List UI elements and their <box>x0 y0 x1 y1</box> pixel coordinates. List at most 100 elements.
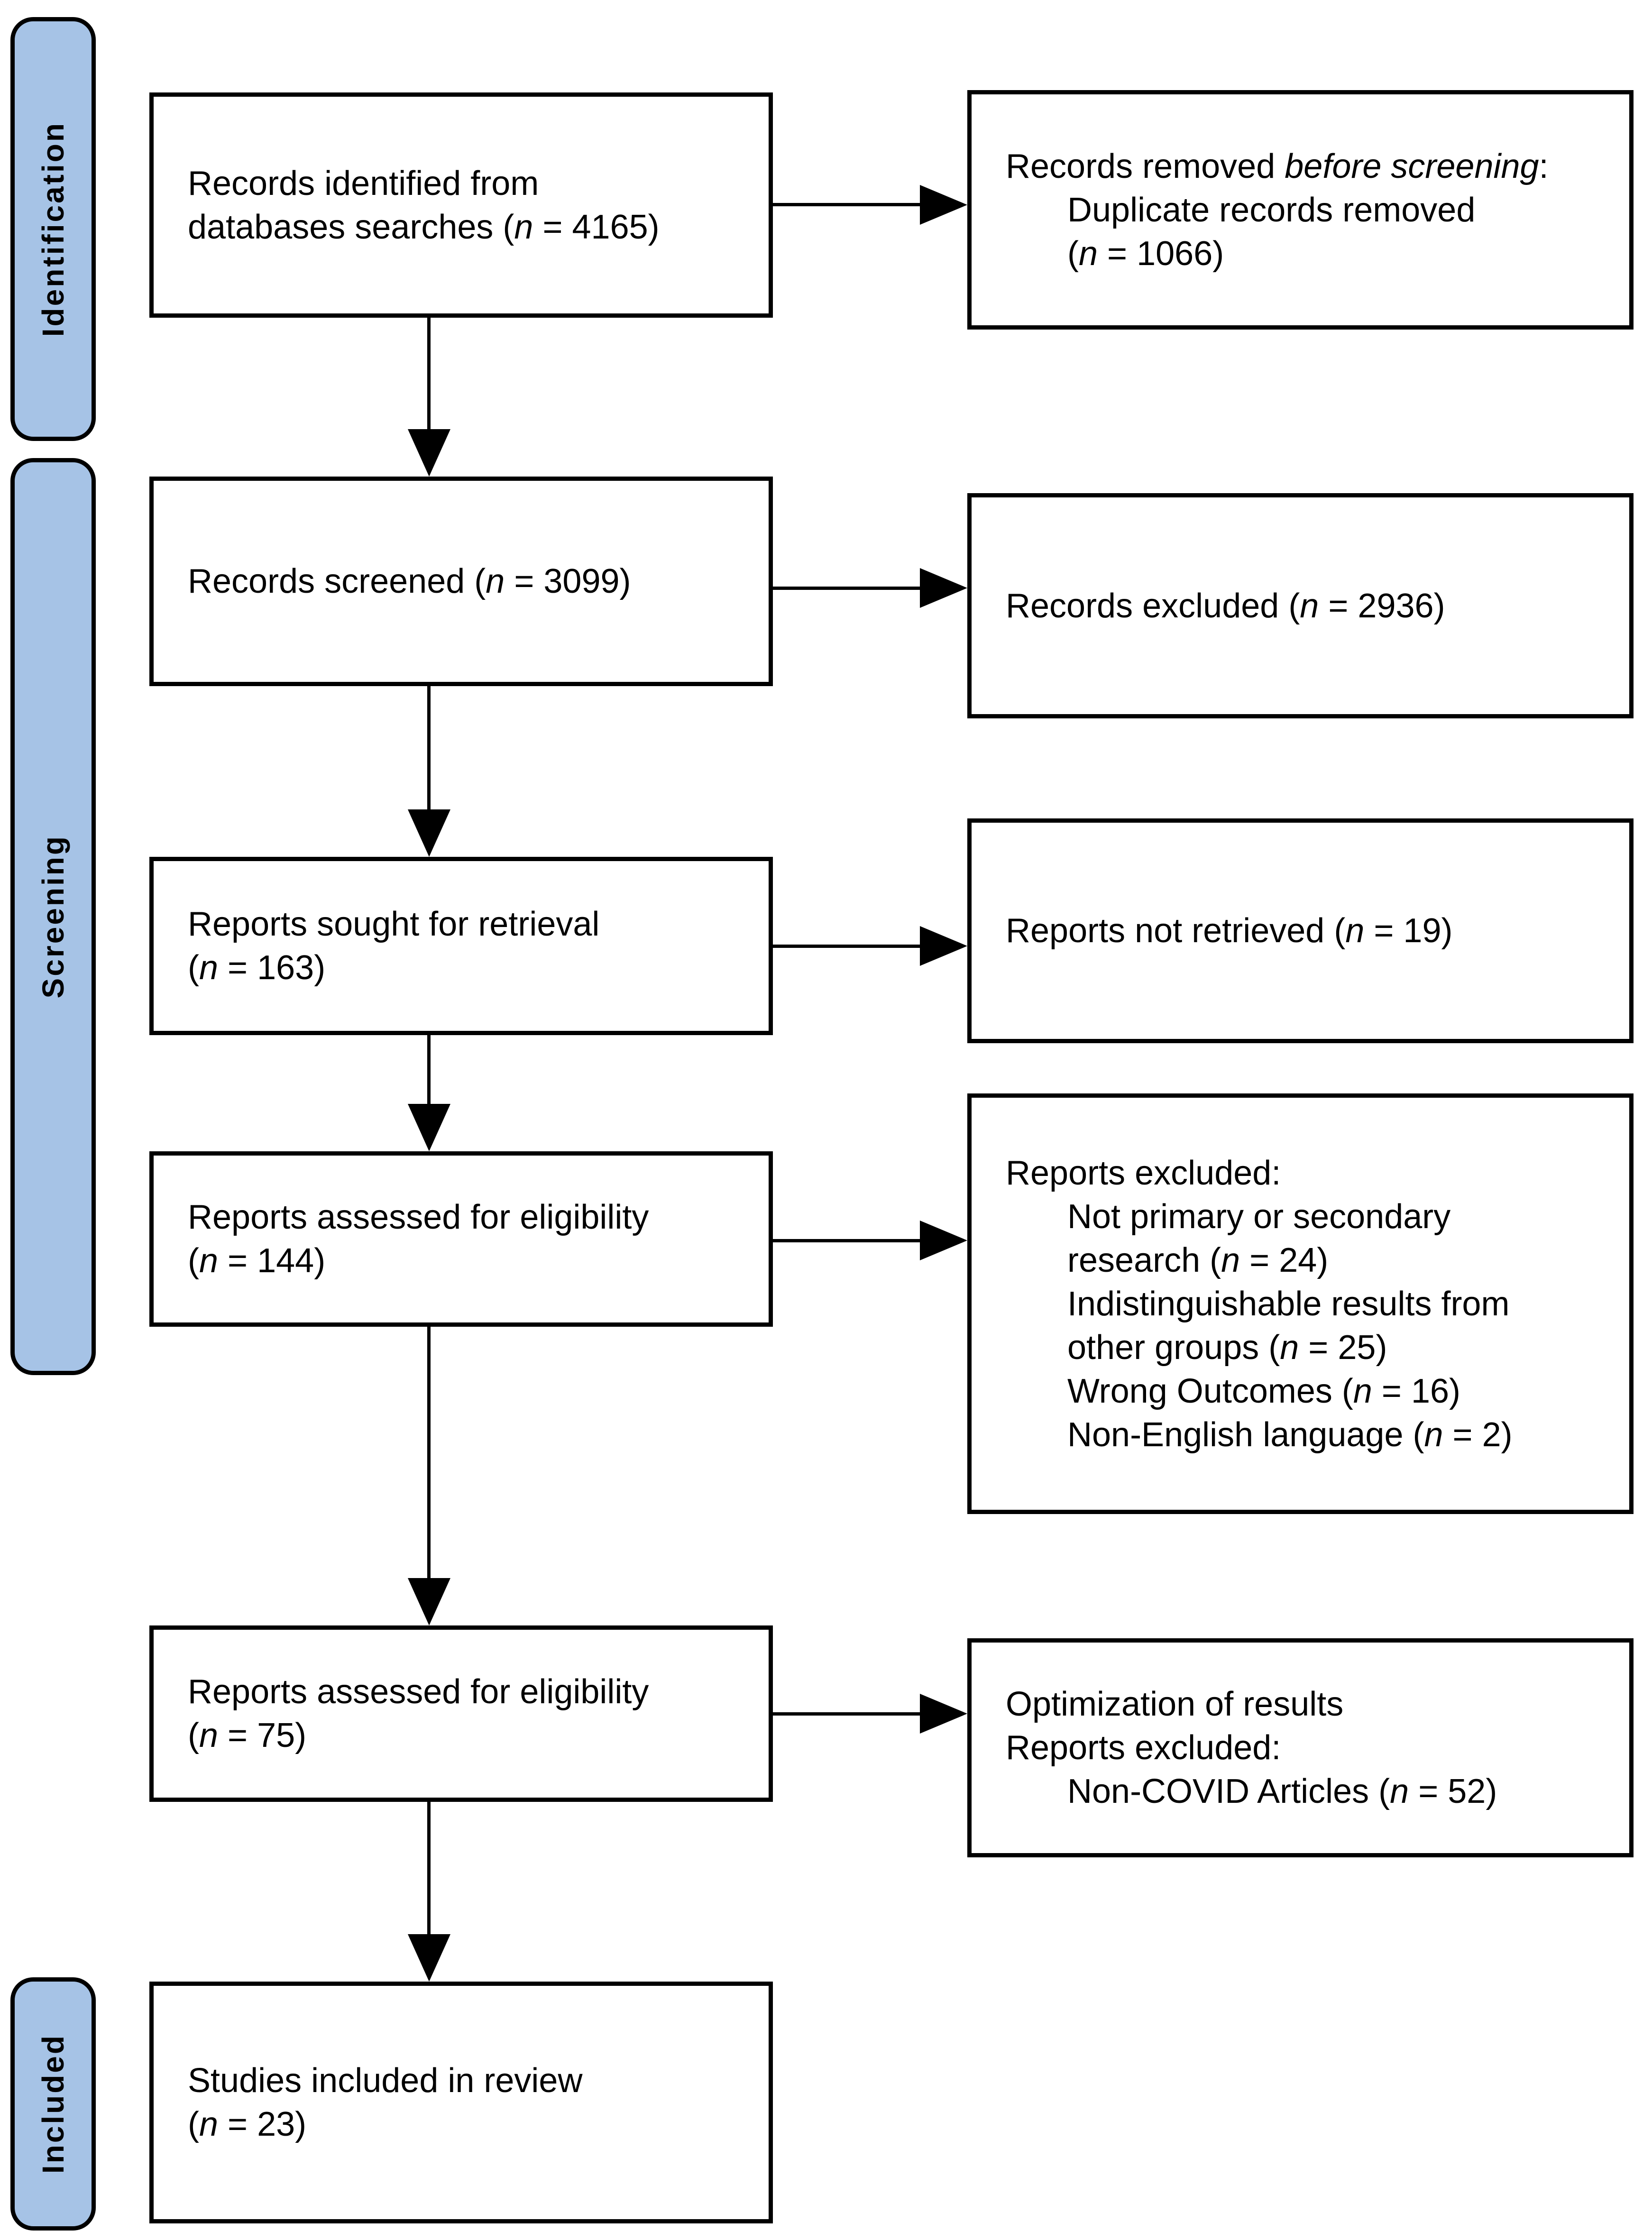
stage-label-included: Included <box>36 2034 70 2174</box>
text-segment: ( <box>188 1242 199 1280</box>
box-reports-excluded: Reports excluded:Not primary or secondar… <box>967 1093 1634 1514</box>
arrow-down-3-line <box>427 1035 431 1104</box>
text-line: Reports assessed for eligibility <box>188 1670 754 1714</box>
italic-text-segment: n <box>1424 1415 1443 1454</box>
arrow-right-4-head <box>920 1221 967 1260</box>
box-reports-not-retrieved-text: Reports not retrieved (n = 19) <box>1006 909 1615 953</box>
italic-text-segment: n <box>514 208 533 246</box>
arrow-right-5-line <box>773 1712 920 1716</box>
box-records-screened-text: Records screened (n = 3099) <box>188 560 754 603</box>
text-line: Indistinguishable results from <box>1006 1282 1615 1326</box>
stage-tab-included: Included <box>10 1977 96 2231</box>
text-segment: databases searches ( <box>188 208 514 246</box>
text-segment: = 2936) <box>1319 587 1445 625</box>
text-line: research (n = 24) <box>1006 1239 1615 1282</box>
text-line: Reports assessed for eligibility <box>188 1195 754 1239</box>
box-reports-sought: Reports sought for retrieval(n = 163) <box>149 857 773 1035</box>
arrow-right-2-head <box>920 568 967 608</box>
text-segment: = 25) <box>1299 1328 1387 1367</box>
stage-tab-identification: Identification <box>10 17 96 441</box>
text-segment: Non-COVID Articles ( <box>1067 1772 1390 1810</box>
arrow-right-4-line <box>773 1239 920 1242</box>
text-segment: ( <box>1067 234 1079 273</box>
text-segment: = 2) <box>1443 1415 1513 1454</box>
italic-text-segment: n <box>1078 234 1098 273</box>
text-line: Records screened (n = 3099) <box>188 560 754 603</box>
text-line: Non-English language (n = 2) <box>1006 1413 1615 1457</box>
arrow-down-1-head <box>408 429 450 477</box>
text-segment: Optimization of results <box>1006 1685 1344 1723</box>
italic-text-segment: n <box>1353 1372 1372 1410</box>
text-segment: Records excluded ( <box>1006 587 1300 625</box>
text-segment: Indistinguishable results from <box>1067 1285 1510 1323</box>
text-segment: = 16) <box>1372 1372 1461 1410</box>
italic-text-segment: n <box>1390 1772 1409 1810</box>
text-line: (n = 75) <box>188 1714 754 1757</box>
text-line: Non-COVID Articles (n = 52) <box>1006 1770 1615 1813</box>
box-studies-included-text: Studies included in review(n = 23) <box>188 2059 754 2146</box>
text-segment: : <box>1539 147 1549 185</box>
italic-text-segment: n <box>486 562 505 600</box>
text-line: other groups (n = 25) <box>1006 1326 1615 1369</box>
box-studies-included: Studies included in review(n = 23) <box>149 1982 773 2223</box>
text-segment: research ( <box>1067 1241 1221 1279</box>
text-line: Reports not retrieved (n = 19) <box>1006 909 1615 953</box>
text-segment: Duplicate records removed <box>1067 191 1476 229</box>
arrow-down-2-line <box>427 686 431 809</box>
text-line: Records identified from <box>188 162 754 205</box>
arrow-down-1-line <box>427 318 431 429</box>
text-line: Not primary or secondary <box>1006 1195 1615 1239</box>
italic-text-segment: n <box>199 2105 219 2143</box>
text-segment: = 23) <box>218 2105 307 2143</box>
text-segment: Records removed <box>1006 147 1285 185</box>
box-reports-assessed-eligibility-2-text: Reports assessed for eligibility(n = 75) <box>188 1670 754 1757</box>
text-segment: Non-English language ( <box>1067 1415 1424 1454</box>
text-segment: = 4165) <box>533 208 660 246</box>
text-segment: Reports sought for retrieval <box>188 905 600 943</box>
arrow-right-1-line <box>773 203 920 206</box>
text-line: Wrong Outcomes (n = 16) <box>1006 1369 1615 1413</box>
text-segment: Reports excluded: <box>1006 1154 1281 1192</box>
text-segment: = 3099) <box>505 562 631 600</box>
arrow-right-3-line <box>773 945 920 948</box>
box-reports-not-retrieved: Reports not retrieved (n = 19) <box>967 818 1634 1043</box>
text-segment: other groups ( <box>1067 1328 1280 1367</box>
text-segment: Reports assessed for eligibility <box>188 1198 649 1236</box>
text-line: (n = 144) <box>188 1239 754 1283</box>
stage-label-identification: Identification <box>36 121 70 337</box>
text-line: Records removed before screening: <box>1006 145 1615 188</box>
text-segment: ( <box>188 2105 199 2143</box>
text-segment: Reports not retrieved ( <box>1006 912 1346 950</box>
arrow-down-5-head <box>408 1934 450 1982</box>
text-segment: = 75) <box>218 1717 307 1754</box>
italic-text-segment: n <box>199 1242 219 1280</box>
text-segment: Reports assessed for eligibility <box>188 1673 649 1711</box>
arrow-right-1-head <box>920 185 967 225</box>
italic-text-segment: n <box>1300 587 1319 625</box>
italic-text-segment: n <box>199 1717 219 1754</box>
arrow-right-2-line <box>773 587 920 590</box>
box-reports-assessed-eligibility-1: Reports assessed for eligibility(n = 144… <box>149 1151 773 1327</box>
text-segment: = 144) <box>218 1242 326 1280</box>
box-records-removed-before-screening: Records removed before screening:Duplica… <box>967 90 1634 330</box>
italic-text-segment: n <box>1345 912 1365 950</box>
box-reports-assessed-eligibility-2: Reports assessed for eligibility(n = 75) <box>149 1625 773 1802</box>
text-line: databases searches (n = 4165) <box>188 205 754 249</box>
arrow-down-5-line <box>427 1802 431 1934</box>
italic-text-segment: n <box>199 949 219 987</box>
text-line: (n = 163) <box>188 946 754 990</box>
text-segment: = 24) <box>1240 1241 1329 1279</box>
stage-tab-screening: Screening <box>10 458 96 1375</box>
box-records-removed-text: Records removed before screening:Duplica… <box>1006 145 1615 275</box>
box-records-screened: Records screened (n = 3099) <box>149 477 773 686</box>
box-records-excluded: Records excluded (n = 2936) <box>967 493 1634 718</box>
text-segment: = 1066) <box>1098 234 1224 273</box>
arrow-right-5-head <box>920 1694 967 1734</box>
text-segment: Reports excluded: <box>1006 1729 1281 1767</box>
text-line: Studies included in review <box>188 2059 754 2102</box>
